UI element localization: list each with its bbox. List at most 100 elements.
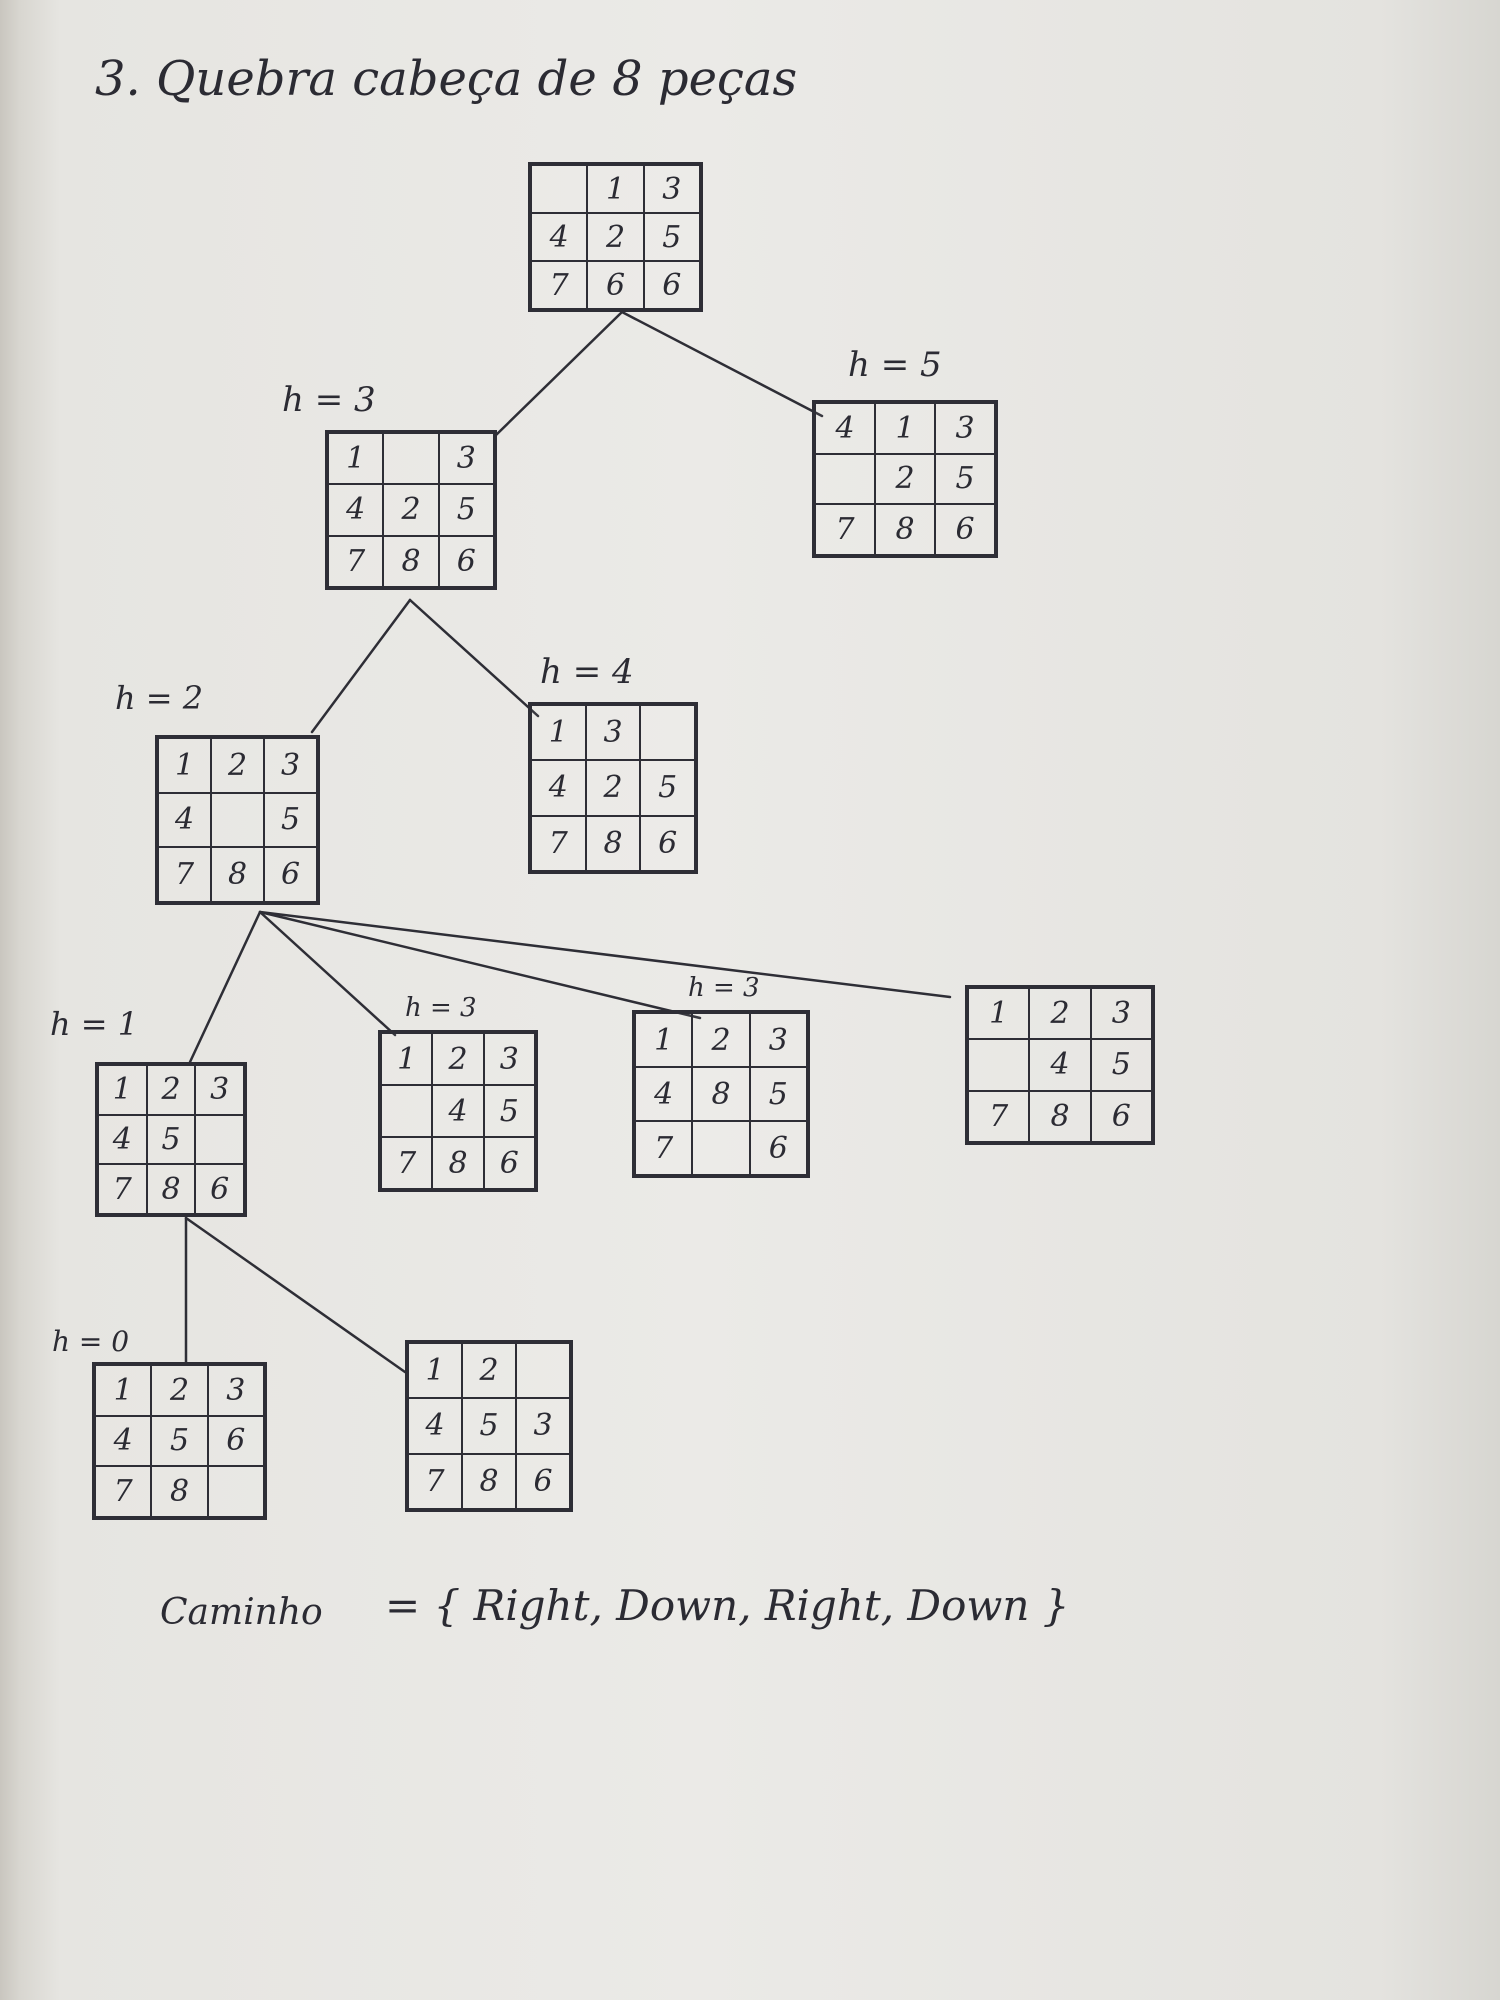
- tile: 7: [635, 1121, 693, 1175]
- tile: 6: [1090, 1090, 1152, 1142]
- tile: 3: [516, 1398, 570, 1454]
- puzzle-node-goal: 1 2 3 4 5 6 7 8: [92, 1362, 267, 1520]
- tile: 1: [328, 433, 384, 485]
- tile: 1: [587, 165, 644, 213]
- edge-n_h3-n_h4: [408, 598, 540, 718]
- tile: 4: [408, 1398, 462, 1454]
- tile: 2: [1029, 988, 1091, 1040]
- tile: 7: [158, 847, 211, 902]
- tile: 2: [146, 1065, 196, 1115]
- tile: 6: [643, 261, 700, 309]
- tile: [383, 433, 439, 485]
- tile: 7: [531, 261, 588, 309]
- tile: 8: [146, 1164, 196, 1214]
- heuristic-label: h = 3: [688, 973, 760, 1003]
- tile: 8: [151, 1466, 208, 1517]
- tile: 5: [1090, 1039, 1152, 1091]
- tile: 5: [264, 792, 317, 848]
- tile: 8: [383, 535, 439, 587]
- tile: 6: [483, 1137, 535, 1189]
- tile: 4: [531, 213, 588, 261]
- heuristic-label: h = 3: [405, 993, 477, 1023]
- tile: [195, 1114, 244, 1165]
- exercise-title: 3. Quebra cabeça de 8 peças: [95, 51, 798, 107]
- tile: 6: [207, 1415, 264, 1467]
- tile: 1: [98, 1065, 147, 1115]
- tile: 6: [749, 1121, 807, 1175]
- tile: 7: [815, 504, 875, 555]
- tile: 7: [531, 815, 586, 871]
- puzzle-node-h3c: 1 2 3 4 8 5 7 6: [632, 1010, 810, 1178]
- tile: [516, 1343, 570, 1399]
- tile: 4: [95, 1415, 152, 1467]
- tile: 5: [935, 453, 995, 505]
- tile: 4: [1029, 1039, 1091, 1091]
- tile: 2: [587, 213, 644, 261]
- tile: 6: [264, 847, 317, 902]
- edge-root-n_h5: [620, 310, 824, 418]
- heuristic-label: h = 0: [52, 1325, 130, 1358]
- tile: 3: [935, 403, 995, 454]
- tile: 2: [383, 484, 439, 536]
- tile: 6: [587, 261, 644, 309]
- puzzle-node-h5: 4 1 3 2 5 7 8 6: [812, 400, 998, 558]
- tile: 8: [875, 504, 935, 555]
- tile: 7: [98, 1164, 147, 1214]
- tile: 1: [408, 1343, 462, 1399]
- tile: 7: [408, 1453, 462, 1509]
- tile: 4: [158, 792, 211, 848]
- tile: 1: [968, 988, 1030, 1040]
- tile: 5: [640, 760, 695, 816]
- tile: 3: [264, 738, 317, 793]
- tile: 3: [1090, 988, 1152, 1040]
- tile: 8: [692, 1067, 750, 1121]
- tile: 1: [95, 1365, 152, 1416]
- tile: 5: [438, 484, 494, 536]
- tile: 2: [432, 1033, 484, 1085]
- tile: 6: [195, 1164, 244, 1214]
- tile: 7: [328, 535, 384, 587]
- edge-n_h2-n_h3c: [258, 910, 702, 1020]
- tile: [640, 705, 695, 761]
- tile: 3: [585, 705, 641, 761]
- tile: 1: [381, 1033, 433, 1085]
- tile: 6: [640, 815, 695, 871]
- tile: 1: [635, 1013, 693, 1067]
- path-sequence: = { Right, Down, Right, Down }: [385, 1581, 1070, 1630]
- tile: 3: [643, 165, 700, 213]
- tile: 6: [935, 504, 995, 555]
- edge-n_h3-n_h2: [310, 598, 412, 734]
- tile: 8: [462, 1453, 516, 1509]
- tile: 3: [483, 1033, 535, 1085]
- tile: 4: [328, 484, 384, 536]
- tile: 8: [211, 847, 264, 902]
- tile: 8: [432, 1137, 484, 1189]
- edge-n_h1-n_last: [184, 1216, 407, 1374]
- tile: 8: [585, 815, 641, 871]
- tile: 2: [875, 453, 935, 505]
- tile: [968, 1039, 1030, 1091]
- edge-n_h2-n_x: [258, 910, 952, 999]
- tile: [381, 1085, 433, 1137]
- puzzle-node-last: 1 2 4 5 3 7 8 6: [405, 1340, 573, 1512]
- tile: 4: [531, 760, 586, 816]
- tile: 2: [462, 1343, 516, 1399]
- tile: 1: [531, 705, 586, 761]
- tile: 7: [95, 1466, 152, 1517]
- puzzle-node-right: 1 2 3 4 5 7 8 6: [965, 985, 1155, 1145]
- edge-n_h2-n_h1: [188, 910, 262, 1064]
- heuristic-label: h = 2: [115, 679, 204, 717]
- tile: 5: [483, 1085, 535, 1137]
- tile: 5: [151, 1415, 208, 1467]
- tile: 2: [585, 760, 641, 816]
- heuristic-label: h = 3: [282, 380, 376, 420]
- tile: 8: [1029, 1090, 1091, 1142]
- puzzle-node-h3: 1 3 4 2 5 7 8 6: [325, 430, 497, 590]
- tile: 2: [692, 1013, 750, 1067]
- puzzle-node-h2: 1 2 3 4 5 7 8 6: [155, 735, 320, 905]
- tile: 4: [98, 1114, 147, 1165]
- tile: 1: [158, 738, 211, 793]
- puzzle-node-h3b: 1 2 3 4 5 7 8 6: [378, 1030, 538, 1192]
- heuristic-label: h = 4: [540, 652, 634, 692]
- tile: 2: [211, 738, 264, 793]
